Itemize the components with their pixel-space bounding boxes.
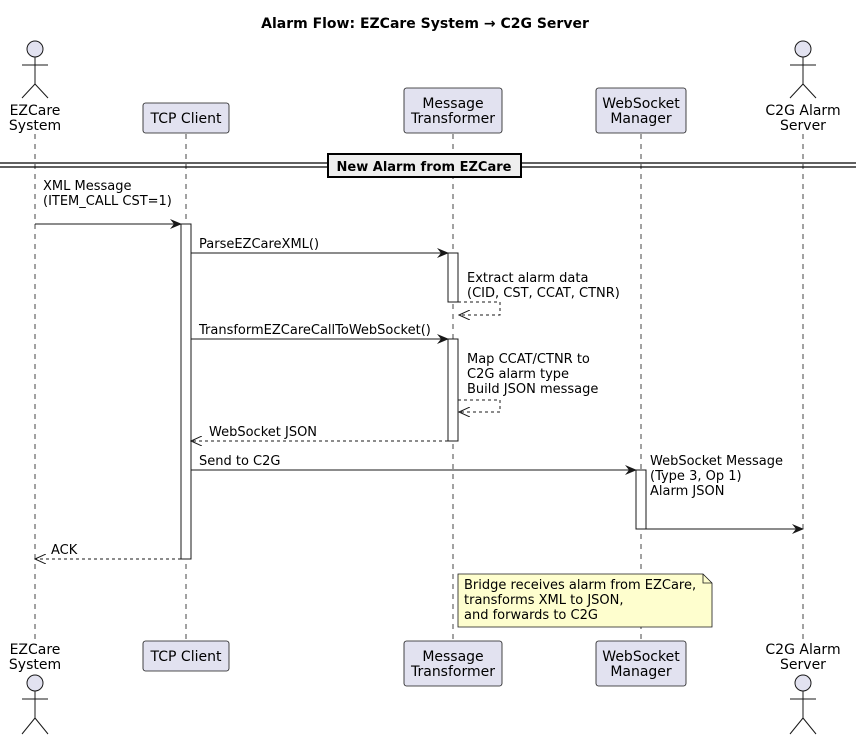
participant-box [403,87,503,134]
participant-label: Message [422,649,483,665]
participant-label: EZCare [10,103,61,119]
participant-box [403,640,503,687]
actor-head-icon [26,674,44,692]
message-2: Extract alarm data(CID, CST, CCAT, CTNR) [458,271,620,315]
message-label: ParseEZCareXML() [199,237,319,252]
message-label: (ITEM_CALL CST=1) [43,194,172,209]
participant-label: Server [780,118,826,134]
message-label: C2G alarm type [467,367,569,382]
activation-bar-transformer [447,338,459,442]
participant-box [595,87,687,134]
activation-bar-tcp [180,223,192,560]
message-label: WebSocket JSON [209,425,317,440]
actor-leg-right [802,83,817,99]
diagram-title: Alarm Flow: EZCare System → C2G Server [261,16,589,32]
message-arrow [458,301,501,315]
participant-label: TCP Client [150,111,222,127]
separator-box [327,153,522,178]
message-label: Send to C2G [199,454,280,469]
activation-bar-wsm [635,469,647,530]
actor-head-icon [794,674,812,692]
actor-leg-left [789,83,804,99]
message-label: Extract alarm data [467,271,588,286]
message-label: Build JSON message [467,382,598,397]
actor-head-icon [794,40,812,58]
message-label: Map CCAT/CTNR to [467,352,590,367]
participant-tcp-top: TCP Client [142,102,230,134]
message-0: XML Message(ITEM_CALL CST=1) [35,179,182,229]
actor-leg-right [34,83,49,99]
note-line: and forwards to C2G [464,608,598,623]
participant-label: EZCare [10,642,61,658]
message-6: Send to C2G [191,454,637,475]
message-label: (CID, CST, CCAT, CTNR) [467,286,620,301]
message-label: XML Message [43,179,131,194]
actor-leg-right [802,717,817,735]
separator: New Alarm from EZCare [0,153,856,178]
participant-label: System [9,118,61,134]
message-label: ACK [51,543,78,558]
participant-label: Server [780,657,826,673]
participant-label: TCP Client [150,649,222,665]
participant-label: Message [422,96,483,112]
actor-leg-left [789,717,804,735]
actor-head-icon [26,40,44,58]
actor-leg-right [34,717,49,735]
message-label: TransformEZCareCallToWebSocket() [198,323,431,338]
participant-box [595,640,687,687]
message-8: ACK [35,543,181,559]
actor-leg-left [21,717,36,735]
participant-label: C2G Alarm [765,103,840,119]
participant-label: Manager [610,664,672,680]
note: Bridge receives alarm from EZCare,transf… [457,573,713,628]
message-1: ParseEZCareXML() [191,237,449,258]
participant-tcp-bottom: TCP Client [142,640,230,672]
participant-label: C2G Alarm [765,642,840,658]
actor-leg-left [21,83,36,99]
note-fold [702,574,712,584]
message-7: WebSocket Message(Type 3, Op 1)Alarm JSO… [646,454,804,534]
activation-bar-transformer [447,252,459,303]
participant-box [142,640,230,672]
message-label: Alarm JSON [650,484,724,499]
participant-label: Transformer [410,664,495,680]
note-box [457,573,713,628]
participant-box [142,102,230,134]
message-label: (Type 3, Op 1) [650,469,742,484]
participant-label: Transformer [410,111,495,127]
note-line: transforms XML to JSON, [464,593,624,608]
participant-label: WebSocket [602,96,680,112]
note-line: Bridge receives alarm from EZCare, [464,578,696,593]
message-3: TransformEZCareCallToWebSocket() [191,323,449,344]
message-5: WebSocket JSON [191,425,448,441]
separator-label: New Alarm from EZCare [337,160,512,175]
participant-label: WebSocket [602,649,680,665]
participant-label: System [9,657,61,673]
message-arrow [458,399,501,412]
message-label: WebSocket Message [650,454,783,469]
participant-label: Manager [610,111,672,127]
